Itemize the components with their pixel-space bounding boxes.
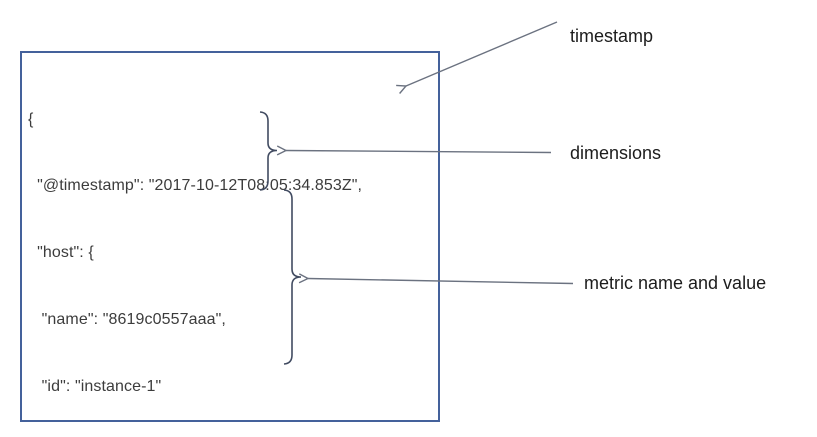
json-line-host-name: "name": "8619c0557aaa", bbox=[28, 311, 226, 329]
json-line-host-open: "host": { bbox=[28, 244, 94, 262]
metric-label: metric name and value bbox=[584, 273, 767, 293]
json-line-timestamp: "@timestamp": "2017-10-12T08:05:34.853Z"… bbox=[28, 177, 363, 195]
json-code: { "@timestamp": "2017-10-12T08:05:34.853… bbox=[22, 53, 438, 437]
timestamp-label: timestamp bbox=[570, 26, 654, 46]
json-document-box: { "@timestamp": "2017-10-12T08:05:34.853… bbox=[20, 51, 440, 422]
dimensions-label: dimensions bbox=[570, 143, 662, 163]
json-line: { bbox=[28, 110, 34, 128]
json-line-host-id: "id": "instance-1" bbox=[28, 378, 162, 396]
